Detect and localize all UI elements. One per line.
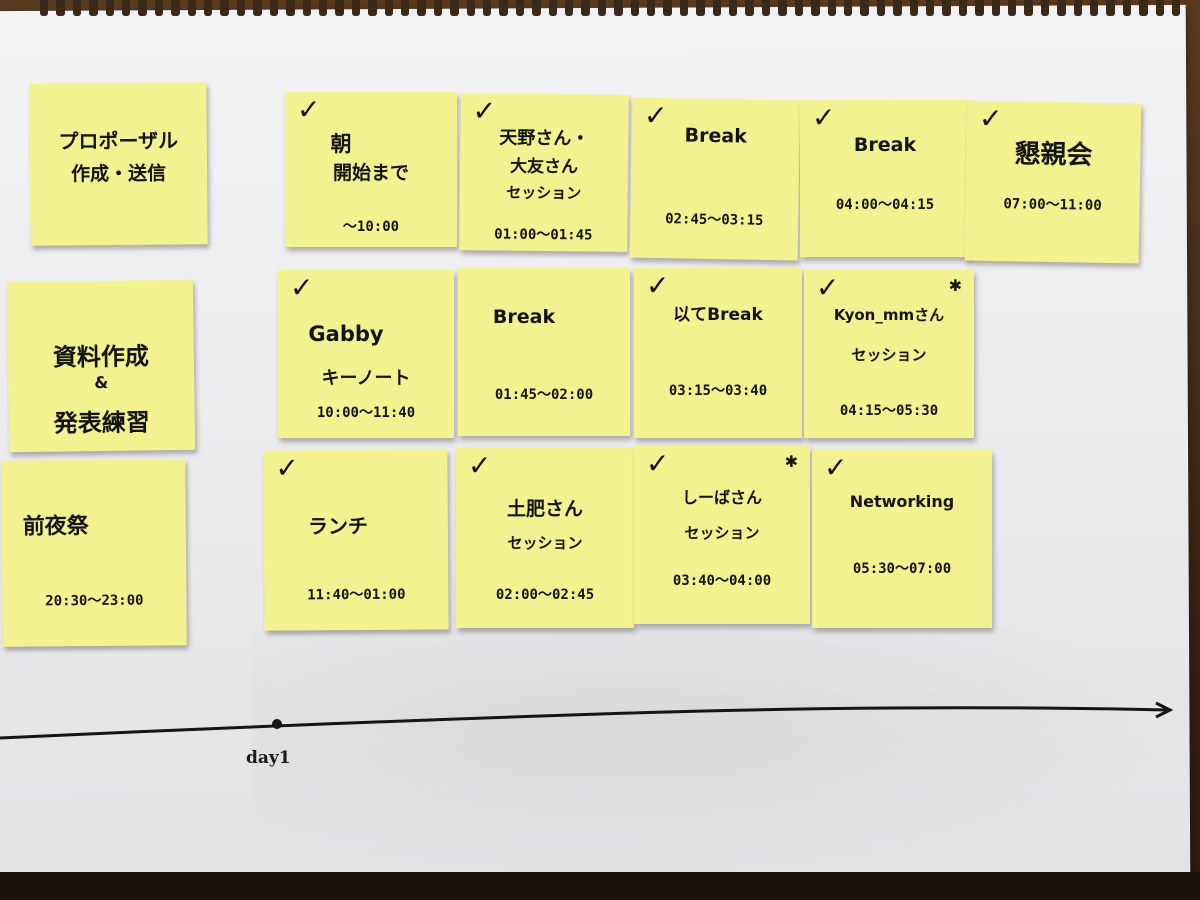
- checkmark-icon: ✓: [646, 269, 670, 302]
- timeline-arrow: [0, 701, 1174, 740]
- sticky-note-shiba-session: ✓ ✱ しーばさん セッション 03:40〜04:00: [634, 446, 810, 624]
- checkmark-icon: ✓: [290, 271, 314, 304]
- sticky-note-break-3: Break 01:45〜02:00: [458, 268, 630, 436]
- checkmark-icon: ✓: [297, 93, 321, 126]
- note-line: しーばさん: [681, 488, 762, 507]
- note-line: 資料作成: [52, 342, 150, 372]
- note-line: 天野さん・: [499, 127, 590, 150]
- note-time: 01:00〜01:45: [494, 226, 593, 244]
- sticky-note-lunch: ✓ ランチ 11:40〜01:00: [263, 449, 449, 631]
- note-time: 02:45〜03:15: [664, 211, 764, 229]
- spiral-binding: [40, 0, 1181, 30]
- note-line: 作成・送信: [70, 162, 167, 186]
- sticky-note-materials: 資料作成 & 発表練習: [6, 279, 196, 453]
- note-line: 前夜祭: [22, 514, 89, 540]
- note-line: 以てBreak: [673, 305, 763, 325]
- checkmark-icon: ✓: [472, 94, 497, 128]
- checkmark-icon: ✓: [824, 451, 848, 484]
- timeline-marker: [272, 719, 282, 729]
- note-time: 05:30〜07:00: [852, 561, 952, 577]
- note-line: ランチ: [307, 513, 368, 539]
- sticky-note-break-2: ✓ Break 04:00〜04:15: [800, 100, 970, 257]
- note-line: セッション: [851, 346, 927, 364]
- note-line: 土肥さん: [506, 498, 583, 520]
- note-time: 〜10:00: [342, 219, 400, 235]
- sticky-note-networking: ✓ Networking 05:30〜07:00: [812, 450, 992, 628]
- note-line: 開始まで: [332, 162, 409, 184]
- checkmark-icon: ✓: [646, 447, 670, 480]
- sticky-note-eve-party: 前夜祭 20:30〜23:00: [1, 459, 187, 647]
- note-time: 20:30〜23:00: [45, 592, 144, 610]
- note-line: 懇親会: [1014, 139, 1093, 171]
- sticky-note-dohi-session: ✓ 土肥さん セッション 02:00〜02:45: [456, 448, 634, 628]
- note-line: Break: [853, 134, 917, 156]
- note-line: キーノート: [321, 368, 411, 389]
- note-line: プロポーザル: [58, 128, 179, 154]
- note-line: セッション: [506, 183, 582, 203]
- flame-icon: ✱: [948, 276, 962, 295]
- checkmark-icon: ✓: [978, 101, 1003, 136]
- sticky-note-keynote: ✓ Gabby キーノート 10:00〜11:40: [278, 270, 454, 438]
- checkmark-icon: ✓: [468, 449, 492, 482]
- table-edge: [0, 872, 1200, 900]
- checkmark-icon: ✓: [812, 101, 836, 134]
- note-line: Break: [492, 306, 556, 328]
- note-time: 04:00〜04:15: [835, 197, 935, 213]
- note-line: Kyon_mmさん: [833, 306, 945, 324]
- note-time: 04:15〜05:30: [839, 403, 939, 419]
- note-line: 朝: [330, 132, 352, 156]
- checkmark-icon: ✓: [275, 451, 300, 485]
- sticky-note-morning: ✓ 朝 開始まで 〜10:00: [285, 92, 457, 247]
- note-time: 02:00〜02:45: [495, 587, 595, 603]
- note-line: 発表練習: [53, 408, 150, 438]
- note-time: 11:40〜01:00: [307, 586, 406, 604]
- sticky-note-break-1: ✓ Break 02:45〜03:15: [629, 97, 801, 261]
- sticky-note-break-4: ✓ 以てBreak 03:15〜03:40: [634, 268, 802, 438]
- day-label: day1: [246, 748, 291, 768]
- sticky-note-kyon-session: ✓ ✱ Kyon_mmさん セッション 04:15〜05:30: [804, 270, 974, 438]
- note-line: &: [94, 372, 109, 393]
- note-time: 01:45〜02:00: [494, 387, 594, 403]
- note-line: Gabby: [308, 322, 384, 346]
- note-line: 大友さん: [509, 156, 579, 178]
- note-line: セッション: [684, 524, 760, 542]
- flame-icon: ✱: [784, 452, 798, 471]
- note-line: セッション: [507, 534, 583, 552]
- note-time: 03:40〜04:00: [672, 573, 772, 589]
- note-line: Networking: [849, 492, 955, 511]
- note-time: 10:00〜11:40: [316, 405, 416, 421]
- note-time: 07:00〜11:00: [1003, 196, 1102, 214]
- note-time: 03:15〜03:40: [668, 383, 768, 399]
- sticky-note-social-mixer: ✓ 懇親会 07:00〜11:00: [964, 100, 1142, 264]
- sticky-note-proposal: プロポーザル 作成・送信: [29, 82, 208, 246]
- sticky-note-amano-otomo: ✓ 天野さん・ 大友さん セッション 01:00〜01:45: [459, 93, 629, 252]
- checkmark-icon: ✓: [816, 271, 840, 304]
- note-line: Break: [684, 124, 748, 148]
